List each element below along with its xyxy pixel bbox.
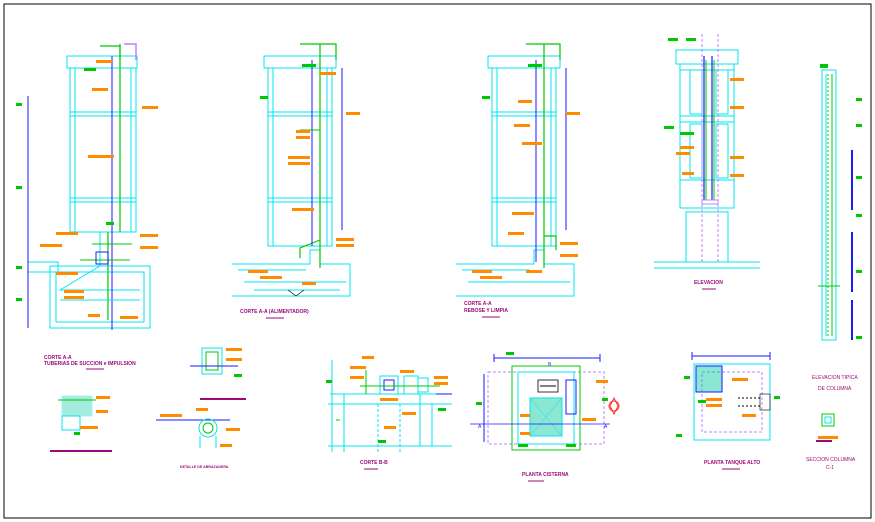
column-elevation-title: ELEVACION TIPICA <box>812 375 858 381</box>
suction-section-drawing <box>16 43 158 330</box>
column-elevation-subtitle: DE COLUMNA <box>818 386 852 392</box>
cistern-plan-title: PLANTA CISTERNA <box>522 472 569 478</box>
elevation-title: ELEVACION <box>694 280 723 286</box>
column-section-subtitle: C-1 <box>826 465 834 471</box>
cistern-mark-a-left: A <box>478 424 482 430</box>
cistern-mark-b-top: B <box>548 362 552 368</box>
suction-section-subtitle: TUBERIAS DE SUCCION e IMPULSION <box>44 361 136 367</box>
sheet-border <box>3 3 872 519</box>
drain-section-subtitle: REBOSE Y LIMPIA <box>464 308 508 314</box>
clamp-detail-drawing <box>156 347 246 448</box>
b-section-title: CORTE B-B <box>360 460 388 466</box>
cistern-plan-drawing <box>470 352 620 451</box>
elevation-drawing <box>654 34 760 269</box>
suction-section-title: CORTE A-A <box>44 355 72 361</box>
feed-section-drawing <box>232 43 360 297</box>
column-elevation-drawing <box>818 64 862 341</box>
b-section-drawing <box>326 356 452 452</box>
column-section-title: SECCION COLUMNA <box>806 457 856 463</box>
tank-plan-drawing <box>676 352 780 441</box>
wall-detail-drawing <box>50 395 112 452</box>
feed-section-title: CORTE A-A (ALIMENTADOR) <box>240 309 309 315</box>
column-section-drawing <box>816 413 838 442</box>
drain-section-drawing <box>456 43 580 297</box>
clamp-detail-title: DETALLE DE ABRAZADERA <box>180 465 229 469</box>
drain-section-title: CORTE A-A <box>464 301 492 307</box>
cistern-mark-a-right: A <box>604 424 608 430</box>
tank-plan-title: PLANTA TANQUE ALTO <box>704 460 760 466</box>
